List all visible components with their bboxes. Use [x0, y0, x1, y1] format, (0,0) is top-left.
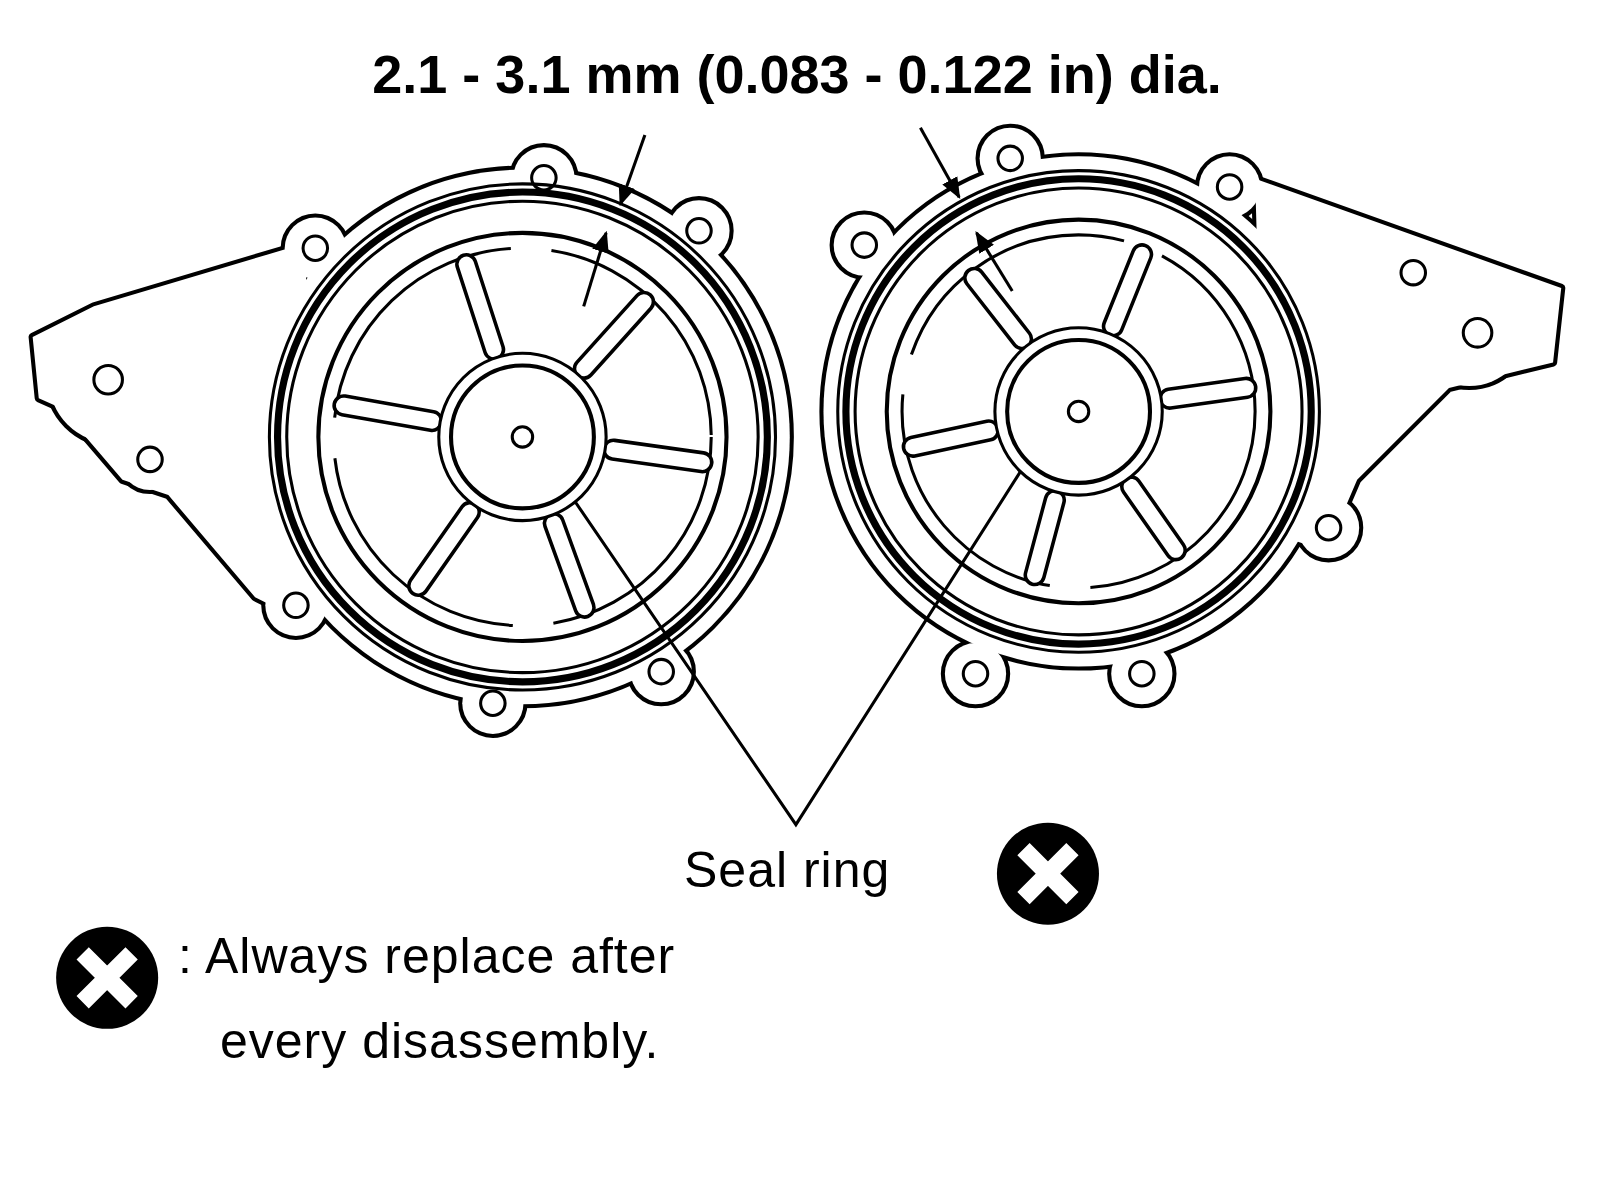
vane	[613, 450, 702, 462]
housing-part	[1298, 497, 1359, 558]
vane	[1113, 254, 1142, 326]
bowl-ring	[318, 233, 726, 641]
flange-ring	[838, 171, 1320, 653]
legend-symbol	[56, 927, 158, 1029]
vane	[913, 431, 989, 447]
bolt-hole	[649, 659, 673, 683]
vane	[344, 405, 432, 421]
vane	[418, 512, 470, 586]
dimension-label: 2.1 - 3.1 mm (0.083 - 0.122 in) dia.	[372, 42, 1221, 107]
housing-outline	[823, 128, 1561, 705]
housing-fill	[823, 128, 1561, 705]
bolt-hole	[852, 233, 876, 257]
housing-part	[668, 200, 729, 261]
hub	[995, 328, 1162, 495]
housing-part	[945, 643, 1006, 704]
vane	[418, 512, 470, 586]
housing-part	[1111, 643, 1172, 704]
housing-part	[1111, 643, 1172, 704]
dimension-arrows	[584, 128, 1013, 307]
housing-part	[1410, 268, 1528, 386]
vane	[1170, 388, 1247, 399]
housing-fill	[33, 147, 790, 734]
hub-hole	[512, 427, 532, 447]
vane	[1131, 487, 1175, 551]
bolt-hole	[1401, 260, 1425, 284]
housing-part	[49, 317, 176, 444]
vane	[466, 264, 494, 349]
housing-part	[285, 218, 346, 279]
flange-ring	[269, 184, 775, 690]
vane	[1113, 254, 1142, 326]
housing-part	[255, 170, 790, 705]
housing-part	[823, 156, 1333, 666]
housing-part	[49, 317, 176, 444]
vane	[344, 405, 432, 421]
bolt-hole	[1217, 175, 1241, 199]
vane	[554, 523, 585, 607]
flange-ring	[287, 201, 758, 672]
left-housing	[33, 147, 790, 734]
bolt-hole	[303, 236, 327, 260]
bowl-ring	[334, 248, 712, 626]
part-label: Seal ring	[684, 840, 890, 900]
housing-part	[945, 643, 1006, 704]
vane	[1170, 388, 1247, 399]
bolt-hole	[963, 661, 987, 685]
housing-outline	[33, 147, 790, 734]
bolt-hole	[687, 219, 711, 243]
vane	[613, 450, 702, 462]
vane	[1035, 500, 1055, 575]
hub	[451, 366, 594, 509]
vane	[1035, 500, 1055, 575]
housing-part	[1298, 497, 1359, 558]
vane	[584, 302, 644, 369]
bolt-hole	[94, 366, 123, 395]
housing-part	[823, 156, 1333, 666]
bolt-hole	[284, 593, 308, 617]
hub-hole	[1068, 401, 1088, 421]
bolt-hole	[1316, 516, 1340, 540]
hub	[439, 353, 606, 520]
seal-ring	[846, 179, 1311, 644]
bolt-hole	[138, 447, 162, 471]
leader-lines	[576, 472, 1021, 825]
bolt-hole	[998, 146, 1022, 170]
vane	[1131, 487, 1175, 551]
bolt-hole	[1130, 661, 1154, 685]
housing-part	[285, 218, 346, 279]
vane	[913, 431, 989, 447]
vane	[974, 278, 1022, 339]
bolt-hole	[1463, 319, 1492, 348]
vane	[974, 278, 1022, 339]
vane	[554, 523, 585, 607]
legend-text: : Always replace after every disassembly…	[178, 914, 780, 1084]
hub	[1007, 340, 1150, 483]
bowl-ring	[902, 235, 1255, 588]
vane	[466, 264, 494, 349]
bowl-ring	[887, 220, 1271, 604]
seal-ring	[278, 192, 768, 682]
housing-part	[1410, 268, 1528, 386]
right-housing	[823, 128, 1561, 705]
replace-symbol	[997, 823, 1099, 925]
bolt-hole	[481, 691, 505, 715]
housing-part	[255, 170, 790, 705]
vane	[584, 302, 644, 369]
housing-part	[668, 200, 729, 261]
flange-ring	[855, 188, 1302, 635]
